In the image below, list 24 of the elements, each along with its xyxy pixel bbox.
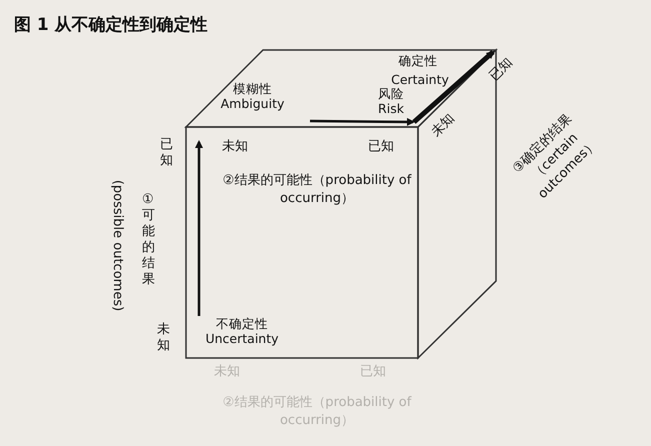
state-label: Certainty (390, 72, 450, 87)
axis-end-label: 未知 (157, 322, 171, 354)
state-label: Risk (377, 101, 405, 116)
axis-title: ②结果的可能性（probability of occurring） (222, 172, 412, 208)
arrow (310, 118, 415, 126)
axis-title: ①可能的结果 (142, 192, 156, 288)
state-label: Uncertainty (204, 331, 280, 346)
axis-end-label: 未知 (428, 111, 458, 140)
axis-end-label: 已知 (160, 137, 174, 169)
axis-end-label: 未知 (222, 139, 248, 154)
state-label: Ambiguity (220, 96, 286, 111)
axis-end-label: 已知 (486, 55, 516, 84)
axis-title: (possible outcomes) (110, 180, 126, 312)
state-label: 风险 (377, 86, 404, 101)
arrow (195, 140, 203, 316)
state-label: 模糊性 (232, 81, 273, 96)
state-label: 确定性 (398, 53, 438, 68)
axis-title: ②结果的可能性（probability of occurring） (222, 394, 412, 430)
arrow (412, 50, 495, 124)
axis-end-label: 已知 (368, 139, 394, 154)
axis-end-label: 已知 (360, 364, 386, 379)
axis-end-label: 未知 (214, 364, 240, 379)
state-label: 不确定性 (215, 316, 269, 331)
figure-title: 图 1 从不确定性到确定性 (14, 14, 208, 36)
